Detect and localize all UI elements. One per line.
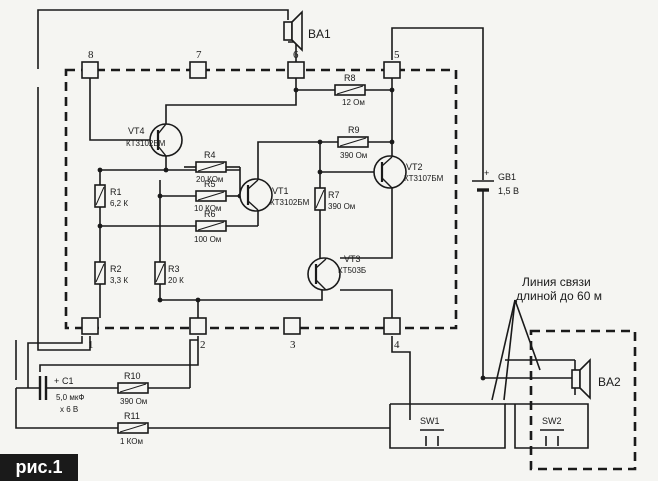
pin-2: 2 [189,317,207,351]
svg-text:VT2: VT2 [406,162,423,172]
pin-5: 5 [383,49,401,79]
svg-text:VT3: VT3 [344,254,361,264]
transistor-vt4: VT4 КТ3102БМ [126,123,183,157]
svg-text:BA1: BA1 [308,27,331,41]
svg-text:3,3 К: 3,3 К [110,276,128,285]
svg-text:SW1: SW1 [420,416,440,426]
svg-text:КТ3102БМ: КТ3102БМ [126,139,166,148]
svg-text:390 Ом: 390 Ом [328,202,355,211]
svg-text:390 Ом: 390 Ом [340,151,367,160]
svg-text:1,5 В: 1,5 В [498,186,519,196]
pin-8: 8 [81,49,99,79]
resistor-r2: R2 3,3 К [94,261,128,285]
remote-module-boundary [529,329,637,471]
wires [15,9,589,449]
resistor-r5: R5 10 КОм [194,179,227,213]
svg-text:R9: R9 [348,125,360,135]
transistor-vt1: VT1 КТ3102БМ [239,178,310,212]
svg-text:20 К: 20 К [168,276,184,285]
battery-gb1: + GB1 1,5 В [472,168,519,197]
transistor-vt2: VT2 КТ3107БМ [373,155,444,189]
svg-text:КТ3102БМ: КТ3102БМ [270,198,310,207]
pin-7: 7 [189,49,207,79]
svg-text:5,0 мкФ: 5,0 мкФ [56,393,84,402]
svg-text:5: 5 [394,49,400,61]
capacitor-c1: + C1 5,0 мкФ х 6 В [38,376,84,414]
svg-text:R11: R11 [124,411,140,421]
svg-text:6,2 К: 6,2 К [110,199,128,208]
pin-3: 3 [283,317,301,351]
module-boundary [64,68,458,330]
svg-text:R8: R8 [344,73,356,83]
svg-text:КТ503Б: КТ503Б [338,266,366,275]
svg-text:R5: R5 [204,179,216,189]
svg-text:Линия связи: Линия связи [522,275,591,289]
svg-text:R10: R10 [124,371,141,381]
svg-text:1: 1 [88,339,94,351]
speaker-ba2: BA2 [571,358,621,400]
speaker-ba1: BA1 [283,10,331,52]
resistor-r10: R10 390 Ом [117,371,149,406]
svg-text:SW2: SW2 [542,416,562,426]
svg-text:10 КОм: 10 КОм [194,204,221,213]
resistor-r4: R4 20 КОм [195,150,227,184]
svg-text:R3: R3 [168,264,180,274]
svg-text:4: 4 [394,339,400,351]
figure-label: рис.1 [0,454,78,481]
svg-text:длиной до 60 м: длиной до 60 м [516,289,602,303]
svg-text:R7: R7 [328,190,340,200]
svg-text:КТ3107БМ: КТ3107БМ [404,174,444,183]
resistor-r3: R3 20 К [154,261,184,285]
resistor-r11: R11 1 КОм [117,411,149,446]
svg-text:20 КОм: 20 КОм [196,175,223,184]
resistor-r7: R7 390 Ом [314,187,355,211]
resistor-r1: R1 6,2 К [94,184,128,208]
svg-text:R2: R2 [110,264,122,274]
transistor-vt3: VT3 КТ503Б [307,254,366,291]
svg-text:3: 3 [290,339,296,351]
svg-text:C1: C1 [62,376,74,386]
junction-dots [97,87,486,381]
svg-text:12 Ом: 12 Ом [342,98,365,107]
svg-text:R4: R4 [204,150,216,160]
svg-text:+: + [54,376,59,386]
resistor-r6: R6 100 Ом [194,209,227,244]
svg-text:+: + [484,168,489,178]
pin-6: 6 [287,49,305,79]
svg-text:390 Ом: 390 Ом [120,397,147,406]
switch-sw2: SW2 [540,416,564,446]
switch-sw1: SW1 [420,416,444,446]
resistor-r9: R9 390 Ом [337,125,369,160]
svg-text:6: 6 [293,49,299,61]
svg-text:100 Ом: 100 Ом [194,235,221,244]
svg-text:2: 2 [200,339,206,351]
svg-text:VT1: VT1 [272,186,289,196]
resistor-r8: R8 12 Ом [334,73,366,107]
svg-text:R6: R6 [204,209,216,219]
svg-text:VT4: VT4 [128,126,145,136]
pin-4: 4 [383,317,401,351]
svg-text:7: 7 [196,49,202,61]
svg-text:R1: R1 [110,187,122,197]
svg-text:BA2: BA2 [598,375,621,389]
svg-text:х 6 В: х 6 В [60,405,78,414]
svg-text:8: 8 [88,49,94,61]
svg-text:1 КОм: 1 КОм [120,437,143,446]
pin-1: 1 [81,317,99,351]
svg-text:GB1: GB1 [498,172,516,182]
line-note: Линия связи длиной до 60 м [516,275,602,303]
